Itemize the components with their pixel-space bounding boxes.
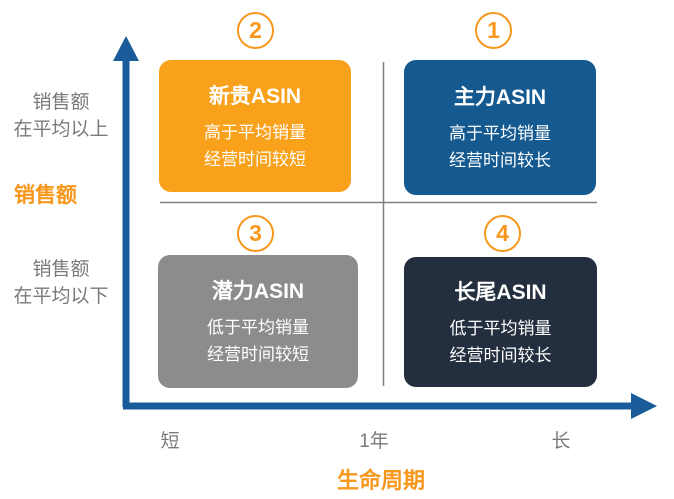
- quadrant-description-line: 低于平均销量: [449, 318, 552, 338]
- y-label-line: 销售额: [32, 92, 90, 113]
- quadrant-description-line: 高于平均销量: [449, 124, 551, 143]
- quadrant-4-number-badge: 4: [484, 215, 521, 252]
- y-axis-label-above-average: 销售额 在平均以上: [0, 89, 122, 143]
- y-axis-title: 销售额: [14, 184, 77, 207]
- quadrant-box-potential-asin: 潜力ASIN 低于平均销量 经营时间较短: [158, 255, 358, 388]
- x-axis-title: 生命周期: [336, 468, 426, 493]
- y-axis-arrowhead-icon: [113, 36, 139, 61]
- quadrant-box-new-asin: 新贵ASIN 高于平均销量 经营时间较短: [159, 60, 351, 192]
- quadrant-1-number-badge: 1: [475, 12, 512, 49]
- quadrant-description-line: 经营时间较短: [204, 149, 306, 169]
- badge-number: 1: [487, 17, 500, 43]
- quadrant-description-line: 经营时间较短: [207, 345, 309, 364]
- badge-number: 4: [496, 220, 509, 246]
- quadrant-title: 长尾ASIN: [454, 280, 547, 304]
- quadrant-box-longtail-asin: 长尾ASIN 低于平均销量 经营时间较长: [404, 257, 597, 387]
- quadrant-title: 主力ASIN: [453, 86, 547, 109]
- quadrant-description-line: 经营时间较长: [449, 345, 552, 365]
- y-label-line: 在平均以上: [13, 119, 109, 140]
- quadrant-2-number-badge: 2: [237, 12, 274, 49]
- badge-number: 3: [249, 220, 262, 246]
- badge-number: 2: [249, 17, 262, 43]
- x-axis-tick-one-year: 1年: [359, 431, 389, 452]
- x-axis-tick-long: 长: [551, 431, 571, 452]
- y-label-line: 在平均以下: [13, 286, 109, 307]
- quadrant-description-line: 经营时间较长: [449, 151, 551, 170]
- quadrant-description-line: 高于平均销量: [204, 122, 306, 142]
- y-axis-label-below-average: 销售额 在平均以下: [0, 256, 122, 310]
- x-axis-tick-short: 短: [160, 431, 180, 452]
- quadrant-title: 新贵ASIN: [208, 84, 302, 108]
- y-label-line: 销售额: [32, 259, 90, 280]
- quadrant-box-main-asin: 主力ASIN 高于平均销量 经营时间较长: [404, 60, 596, 195]
- x-axis-arrowhead-icon: [631, 393, 657, 419]
- quadrant-title: 潜力ASIN: [211, 280, 305, 303]
- quadrant-description-line: 低于平均销量: [207, 318, 309, 337]
- quadrant-3-number-badge: 3: [237, 215, 274, 252]
